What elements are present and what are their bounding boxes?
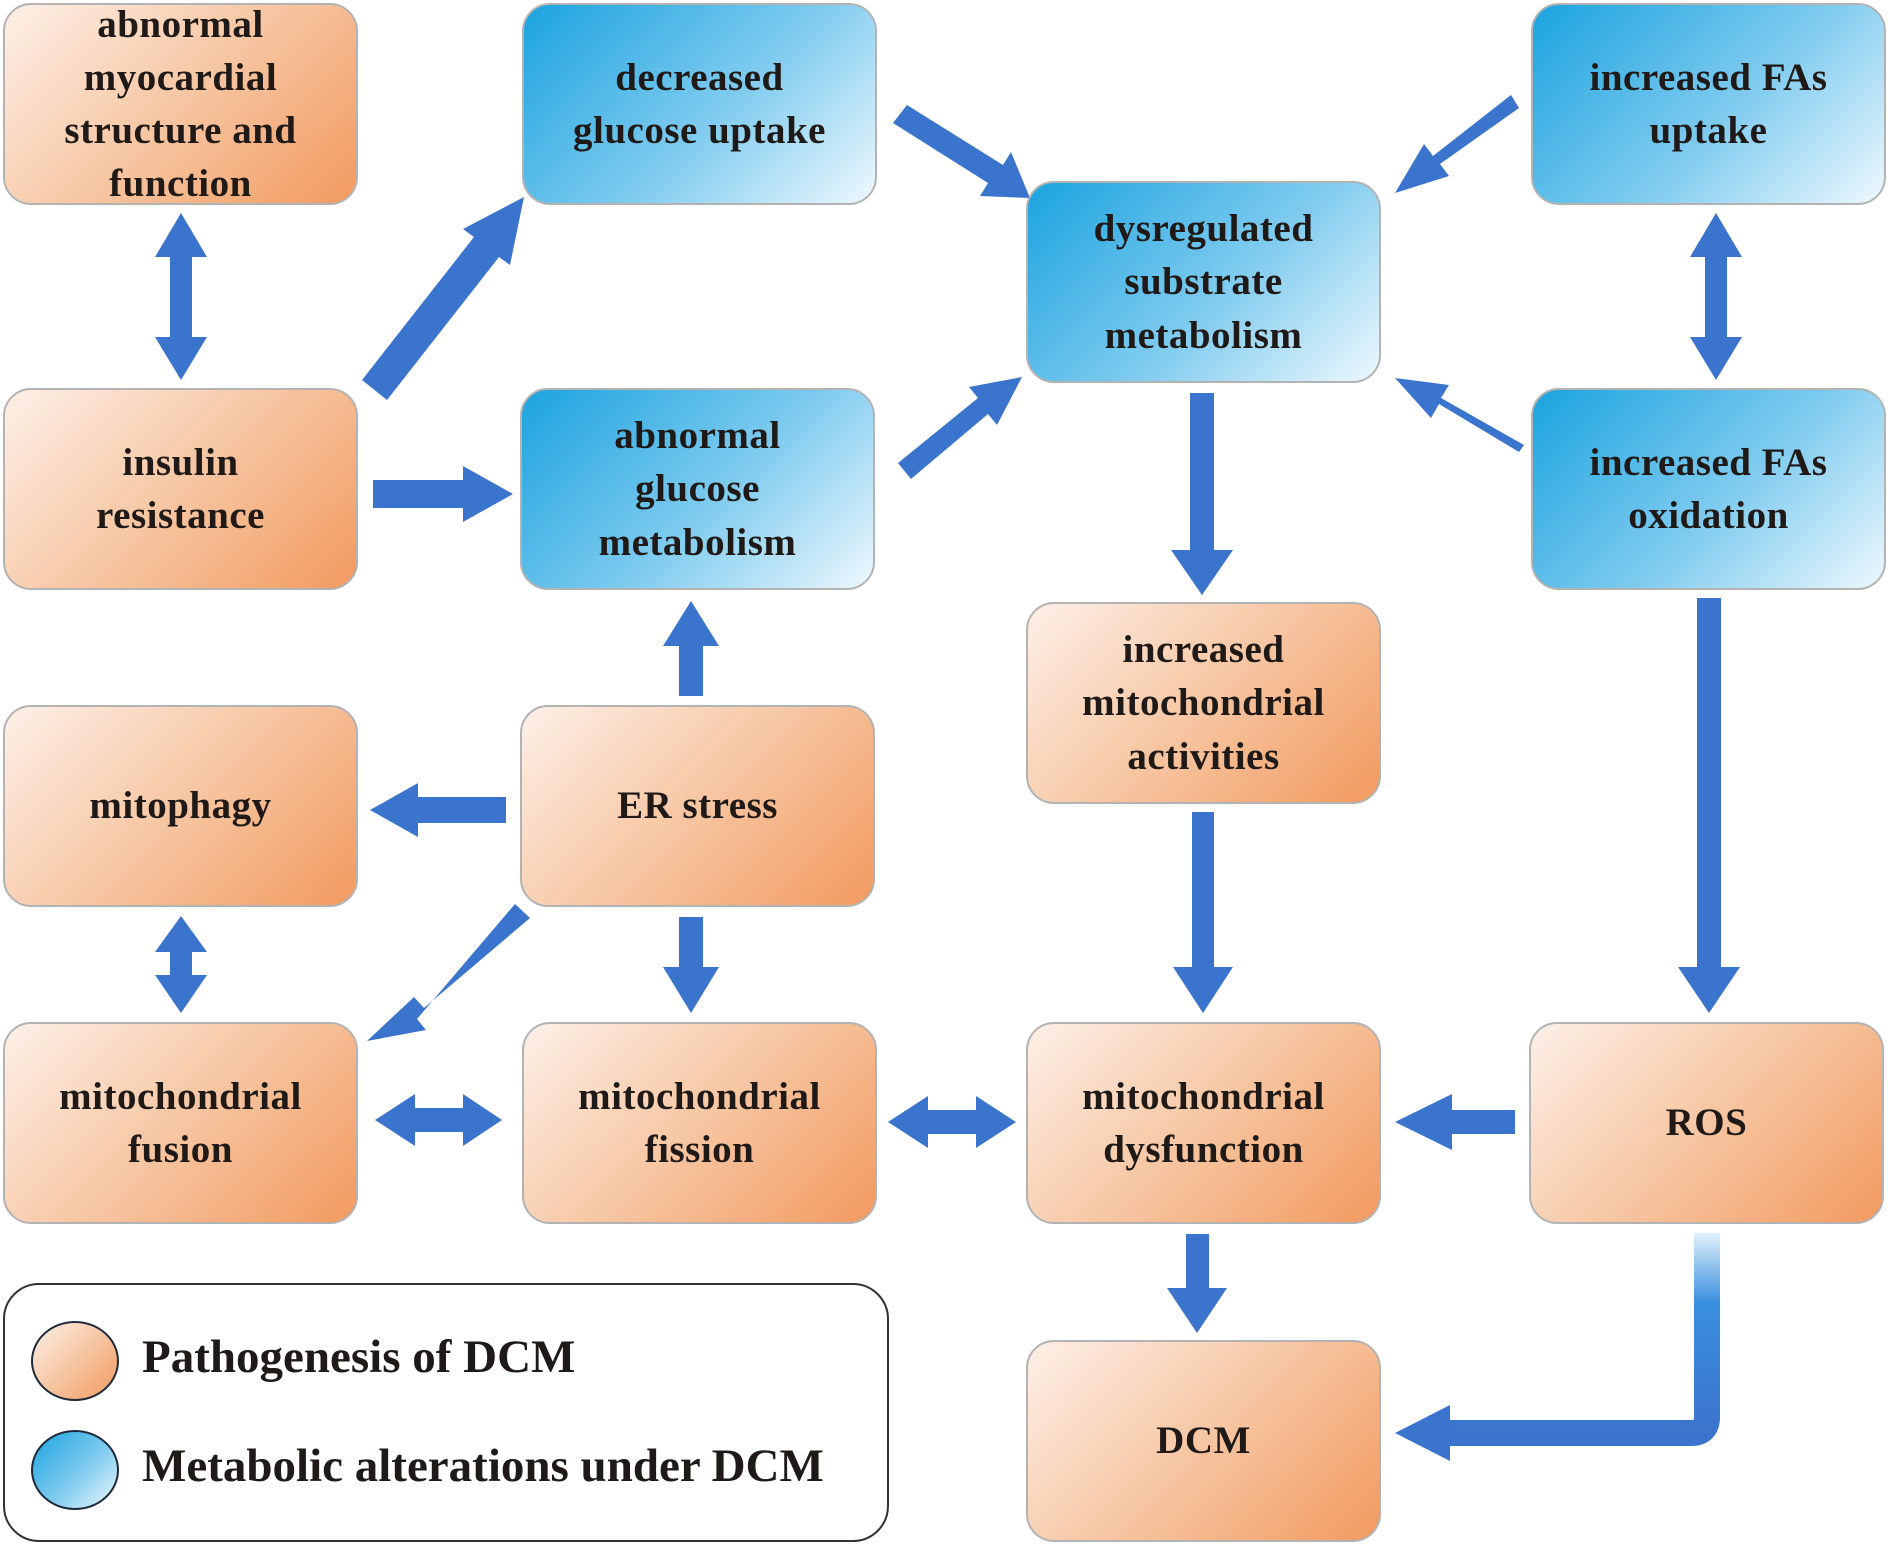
arrow-fas-uptake-dysregulated [1395,95,1519,193]
node-increased-mitochondrial-activities: increased mitochondrial activities [1026,602,1381,804]
node-increased-fas-oxidation: increased FAs oxidation [1531,388,1886,590]
arrow-fission-dysfunction [888,1096,1016,1148]
arrow-decreased-dysregulated [893,105,1030,198]
arrow-er-fusion [367,904,530,1041]
arrow-mitophagy-fusion [155,916,207,1013]
arrow-mito-activities-dysfunction [1173,812,1233,1013]
node-abnormal-myocardial-structure: abnormal myocardial structure and functi… [3,3,358,205]
legend: Pathogenesis of DCM Metabolic alteration… [3,1283,889,1542]
arrow-er-mitophagy [370,783,506,837]
arrow-insulin-abnormal-glucose [373,466,513,522]
node-ros: ROS [1529,1022,1884,1224]
node-dcm: DCM [1026,1340,1381,1542]
legend-label-pathogenesis: Pathogenesis of DCM [142,1331,576,1383]
node-er-stress: ER stress [520,705,875,907]
arrow-fusion-fission [375,1094,502,1146]
arrow-insulin-decreased-glucose [362,197,524,400]
node-mitophagy: mitophagy [3,705,358,907]
arrow-abnormal-dysregulated [898,377,1022,479]
node-abnormal-glucose-metabolism: abnormal glucose metabolism [520,388,875,590]
arrow-dysfunction-dcm [1167,1234,1227,1333]
node-increased-fas-uptake: increased FAs uptake [1531,3,1886,205]
arrow-ros-dysfunction [1395,1094,1515,1150]
arrow-er-fission [663,917,719,1013]
node-mitochondrial-fusion: mitochondrial fusion [3,1022,358,1224]
arrow-er-abnormal-glucose [663,601,719,696]
node-insulin-resistance: insulin resistance [3,388,358,590]
arrow-structure-insulin [155,213,207,380]
arrow-dysregulated-mito-activities [1171,393,1233,595]
arrow-fas-oxidation-ros [1678,598,1740,1013]
node-mitochondrial-dysfunction: mitochondrial dysfunction [1026,1022,1381,1224]
arrow-fas-uptake-oxidation [1690,213,1742,380]
legend-label-metabolic: Metabolic alterations under DCM [142,1440,824,1492]
node-mitochondrial-fission: mitochondrial fission [522,1022,877,1224]
legend-swatch-pathogenesis [31,1321,119,1401]
node-decreased-glucose-uptake: decreased glucose uptake [522,3,877,205]
node-dysregulated-substrate-metabolism: dysregulated substrate metabolism [1026,181,1381,383]
arrow-fas-oxidation-dysregulated [1395,378,1524,452]
arrow-ros-dcm [1395,1233,1720,1461]
legend-swatch-metabolic [31,1430,119,1510]
